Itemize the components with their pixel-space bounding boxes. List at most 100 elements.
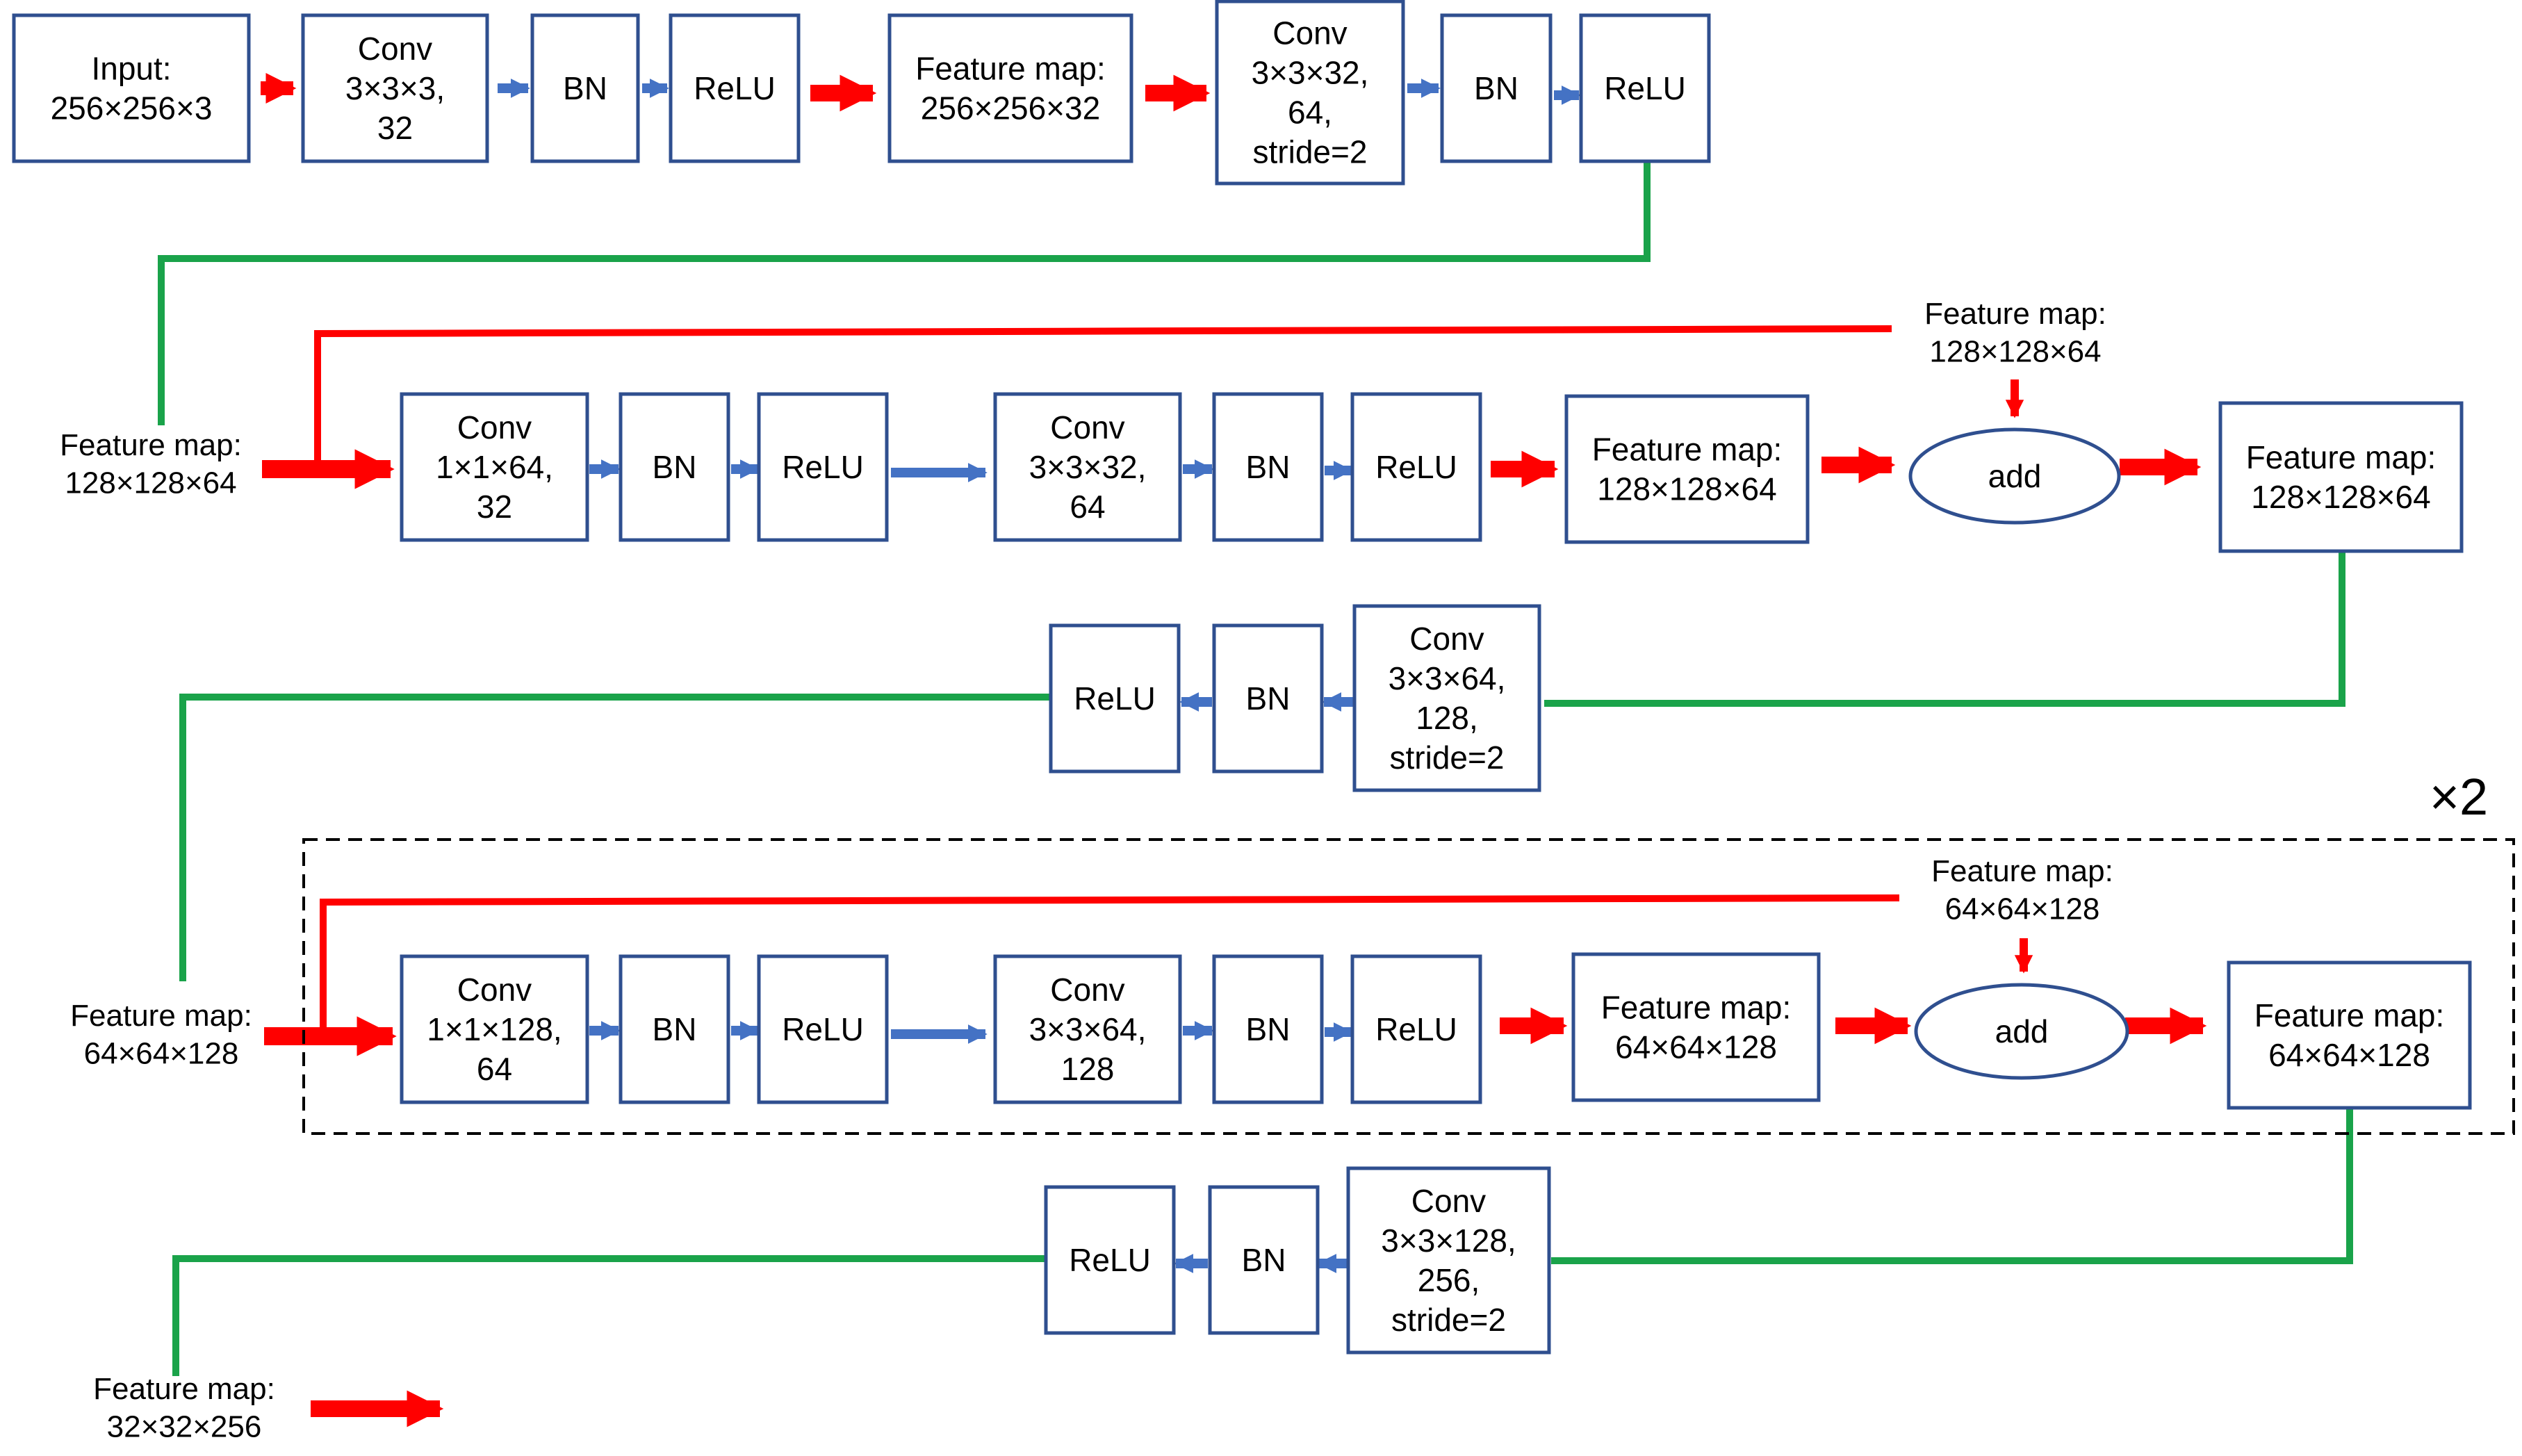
conv2-box-text-line: 64, [1288, 95, 1332, 131]
block1-output-box-text: Feature map:128×128×64 [2246, 439, 2437, 515]
relu1-box [669, 13, 801, 163]
block1-input-label: Feature map:128×128×64 [60, 428, 242, 500]
down1-bn-box-text-line: BN [1246, 680, 1291, 717]
conv1-box [301, 13, 489, 163]
down2-bn-box [1208, 1185, 1320, 1335]
block2-feature-map-box [1571, 952, 1821, 1102]
block2-output-box-text-line: Feature map: [2254, 997, 2445, 1033]
down1-relu-box [1049, 623, 1181, 774]
block2-relu-a-box [757, 954, 889, 1104]
down1-conv-box-text-line: 128, [1416, 700, 1478, 736]
green-connector-4 [1551, 1108, 2353, 1264]
down2-conv-box-text-line: stride=2 [1391, 1302, 1506, 1338]
block2-output-box-text-line: 64×64×128 [2268, 1037, 2430, 1073]
relu1-box-text: ReLU [694, 70, 776, 106]
down1-conv-box [1352, 604, 1541, 792]
block2-skip-label: Feature map: 64×64×128 [1931, 854, 2113, 926]
block1-conv-a-box-text-line: Conv [457, 409, 532, 445]
final-output-label-line: 32×32×256 [107, 1410, 262, 1444]
block2-feature-map-box-text: Feature map:64×64×128 [1601, 990, 1792, 1065]
input-box [12, 13, 251, 163]
block1-conv-b-box-text-line: 3×3×32, [1029, 449, 1147, 485]
block1-output-box [2218, 401, 2464, 553]
conv1-box-text-line: 32 [377, 110, 413, 146]
feature-map1-box-text-line: Feature map: [915, 51, 1106, 87]
down1-conv-box-text-line: stride=2 [1390, 739, 1505, 776]
down2-conv-box-text-line: 256, [1418, 1262, 1480, 1298]
block1-relu-b-box [1350, 392, 1482, 542]
bn1-box [530, 13, 640, 163]
block2-conv-b-box [993, 954, 1182, 1104]
final-output-label: Feature map: 32×32×256 [93, 1372, 275, 1444]
block1-conv-a-box-text-line: 32 [477, 489, 512, 525]
block1-bn-b-box [1212, 392, 1324, 542]
block1-conv-b-box-text-line: Conv [1050, 409, 1124, 445]
block1-feature-map-box [1564, 394, 1810, 544]
conv1-box-text-line: 3×3×3, [345, 70, 445, 106]
repeat-dashed-box [302, 838, 2515, 1135]
block2-bn-a-box [619, 954, 730, 1104]
block2-skip-label-line: 64×64×128 [1945, 892, 2100, 926]
block2-bn-b-box-text-line: BN [1246, 1011, 1291, 1047]
down2-conv-box-text-line: Conv [1411, 1183, 1486, 1219]
relu1-box-text-line: ReLU [694, 70, 776, 106]
block2-output-box [2227, 960, 2472, 1110]
down1-bn-box [1212, 623, 1324, 774]
bn2-box [1440, 13, 1553, 163]
block1-feature-map-box-text-line: Feature map: [1592, 432, 1783, 468]
block1-skip-label: Feature map: 128×128×64 [1924, 297, 2106, 369]
block1-conv-b-box-text-line: 64 [1070, 489, 1105, 525]
down2-relu-box [1044, 1185, 1176, 1335]
block2-feature-map-box-text-line: 64×64×128 [1615, 1029, 1777, 1065]
input-box-text: Input:256×256×3 [51, 51, 213, 126]
conv2-box-text-line: stride=2 [1253, 134, 1368, 170]
conv2-box-text-line: Conv [1272, 15, 1347, 51]
block2-input-label-line: Feature map: [70, 999, 252, 1033]
block1-relu-a-box-text: ReLU [782, 449, 864, 485]
block2-input-label: Feature map:64×64×128 [70, 999, 252, 1071]
down1-conv-box-text-line: Conv [1409, 621, 1484, 657]
block1-bn-a-box-text-line: BN [653, 449, 697, 485]
block1-bn-b-box-text-line: BN [1246, 449, 1291, 485]
block1-output-box-text-line: 128×128×64 [2251, 479, 2430, 515]
down1-relu-box-text-line: ReLU [1074, 680, 1156, 717]
block2-conv-b-box-text-line: 128 [1061, 1051, 1115, 1087]
block1-relu-b-box-text: ReLU [1375, 449, 1457, 485]
feature-map1-box [887, 13, 1133, 163]
block2-conv-a-box-text-line: 1×1×128, [427, 1011, 562, 1047]
feature-map1-box-text: Feature map:256×256×32 [915, 51, 1106, 126]
feature-map1-box-text-line: 256×256×32 [921, 90, 1100, 126]
down1-relu-box-text: ReLU [1074, 680, 1156, 717]
bn1-box-text: BN [563, 70, 607, 106]
block1-skip-label-line: Feature map: [1924, 297, 2106, 331]
down1-bn-box-text: BN [1246, 680, 1291, 717]
final-output-label-line: Feature map: [93, 1372, 275, 1406]
block2-skip-label-line: Feature map: [1931, 854, 2113, 888]
bn1-box-text-line: BN [563, 70, 607, 106]
relu2-box-text-line: ReLU [1604, 70, 1686, 106]
block1-relu-b-box-text-line: ReLU [1375, 449, 1457, 485]
green-connector-2 [1544, 551, 2345, 707]
repeat-label: ×2 [2430, 768, 2488, 826]
block1-add-oval-text-line: add [1988, 458, 2042, 494]
block1-conv-a-box [400, 392, 589, 542]
block1-feature-map-box-text-line: 128×128×64 [1597, 471, 1776, 507]
block2-conv-a-box-text-line: Conv [457, 972, 532, 1008]
green-connector-3 [179, 694, 1051, 981]
down1-conv-box-text-line: 3×3×64, [1389, 660, 1506, 696]
block2-output-box-text: Feature map: 64×64×128 [2254, 997, 2445, 1073]
block1-conv-a-box-text-line: 1×1×64, [436, 449, 553, 485]
block1-input-label-line: Feature map: [60, 428, 242, 462]
green-connector-1 [158, 161, 1651, 425]
block2-relu-a-box-text-line: ReLU [782, 1011, 864, 1047]
block1-add-oval-text: add [1988, 458, 2042, 494]
block1-skip-label-line: 128×128×64 [1929, 335, 2101, 369]
down2-conv-box [1346, 1166, 1551, 1355]
block2-conv-a-box [400, 954, 589, 1104]
conv1-box-text-line: Conv [358, 31, 432, 67]
